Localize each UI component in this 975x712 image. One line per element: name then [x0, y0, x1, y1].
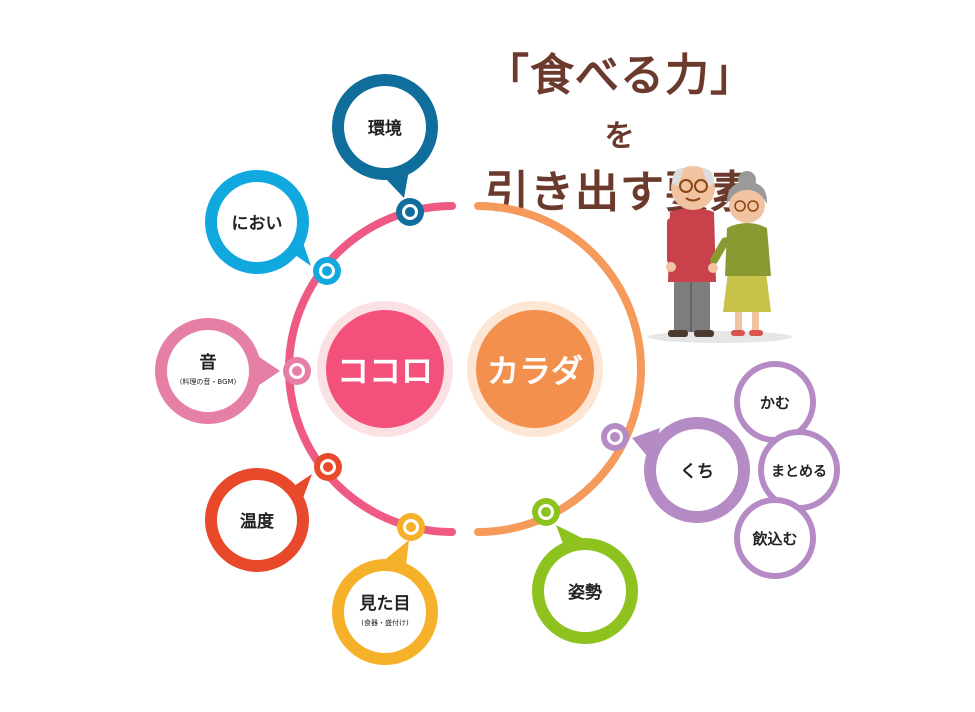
- title-main-text: 「食べる力」: [485, 50, 755, 101]
- shisei-label: 姿勢: [568, 582, 602, 603]
- title-particle: を: [604, 119, 636, 154]
- factor-ondo: 温度: [205, 453, 342, 572]
- mouth-action-nomikomu: 飲込む: [734, 497, 816, 579]
- kokoro-hub: ココロ: [317, 301, 453, 437]
- mitame-sublabel: (食器・盛付け): [361, 618, 409, 627]
- nioi-label: におい: [232, 214, 283, 234]
- oto-label: 音: [200, 352, 217, 373]
- karada-hub: カラダ: [467, 301, 603, 437]
- mouth-action-matomeru: まとめる: [758, 429, 840, 511]
- factor-mitame: 見た目 (食器・盛付け): [332, 513, 438, 665]
- matomeru-label: まとめる: [771, 464, 827, 480]
- karada-label: カラダ: [487, 352, 583, 390]
- factor-nioi: におい: [205, 170, 341, 285]
- kuchi-label: くち: [680, 462, 714, 482]
- factor-kuchi: くち: [601, 417, 750, 523]
- oto-sublabel: (料理の音・BGM): [180, 377, 237, 386]
- kamu-label: かむ: [760, 394, 790, 412]
- factor-kankyo: 環境: [332, 74, 438, 226]
- factor-oto: 音 (料理の音・BGM): [155, 318, 311, 424]
- ondo-label: 温度: [240, 511, 275, 532]
- mitame-label: 見た目: [359, 594, 411, 614]
- kankyo-label: 環境: [368, 118, 402, 139]
- nomikomu-label: 飲込む: [751, 530, 797, 548]
- mouth-action-kamu: かむ: [734, 361, 816, 443]
- title-line-1: 「食べる力」を: [470, 48, 770, 165]
- elderly-couple-icon: [648, 166, 792, 343]
- factor-shisei: 姿勢: [532, 498, 638, 644]
- kokoro-label: ココロ: [337, 352, 433, 390]
